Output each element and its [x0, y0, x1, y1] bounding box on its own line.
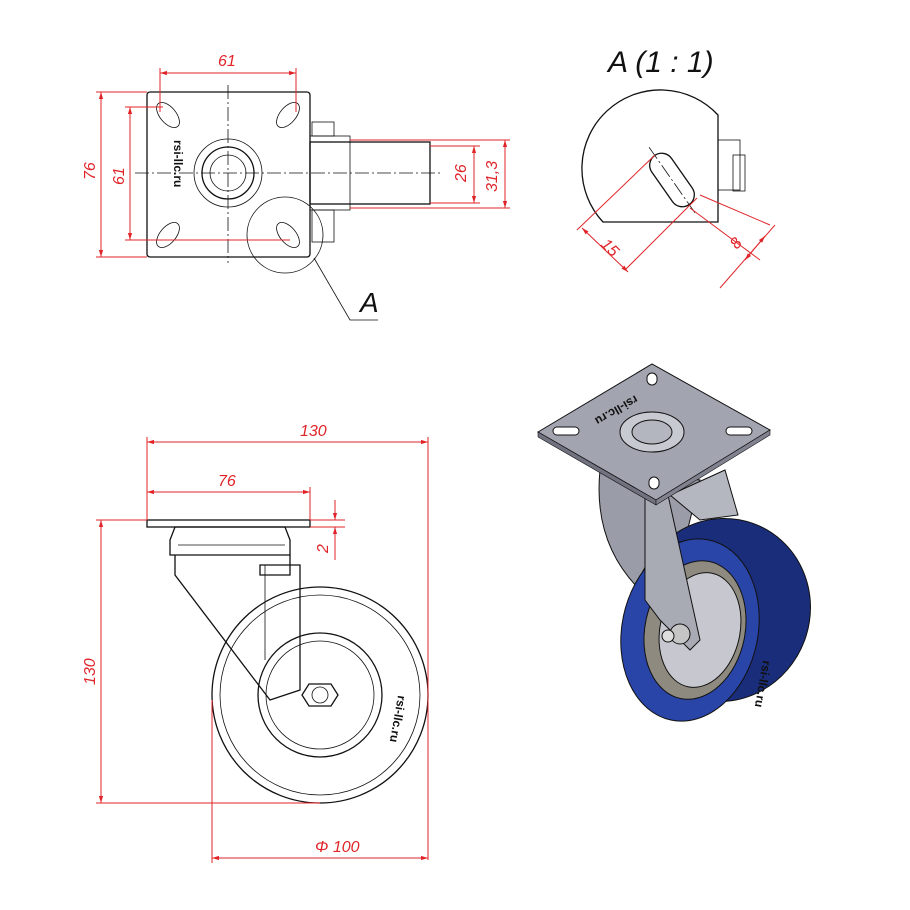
detail-circle-a: [246, 196, 324, 274]
fork-top: [309, 121, 431, 243]
swivel-head: [169, 526, 291, 556]
dim-15: 15: [597, 236, 622, 261]
dim-31-3: 31,3: [484, 161, 501, 192]
top-view: rsi-llc.ru A 61 76 61 26 31,3: [82, 53, 510, 321]
dim-76-horizontal: 76: [218, 473, 236, 490]
dim-130-vertical: 130: [82, 658, 99, 685]
dim-61-horizontal: 61: [218, 53, 236, 70]
dim-8: 8: [727, 235, 746, 253]
wheel-logo: rsi-llc.ru: [387, 694, 409, 743]
fork-leg: [174, 555, 301, 701]
dim-61-vertical: 61: [111, 167, 128, 185]
plate-logo: rsi-llc.ru: [171, 140, 185, 187]
dim-76-vertical: 76: [82, 162, 99, 180]
dim-diameter-100: Φ 100: [315, 839, 360, 856]
detail-leader: [313, 257, 378, 321]
wheel-hub: [257, 632, 383, 758]
detail-slot: [648, 147, 696, 213]
axle-nut: [301, 683, 339, 707]
side-view: rsi-llc.ru 130 76 2 130 Φ 100: [82, 423, 429, 863]
detail-callout-label: A: [358, 287, 379, 318]
detail-view-a: A (1 : 1) 15 8: [576, 46, 776, 289]
dim-26: 26: [453, 164, 470, 183]
dim-130-horizontal: 130: [300, 423, 327, 440]
side-plate: [146, 519, 311, 528]
dim-2: 2: [315, 544, 332, 554]
detail-title: A (1 : 1): [606, 46, 714, 79]
isometric-render: rsi-llc.ru rsi-llc.ru: [537, 363, 811, 722]
